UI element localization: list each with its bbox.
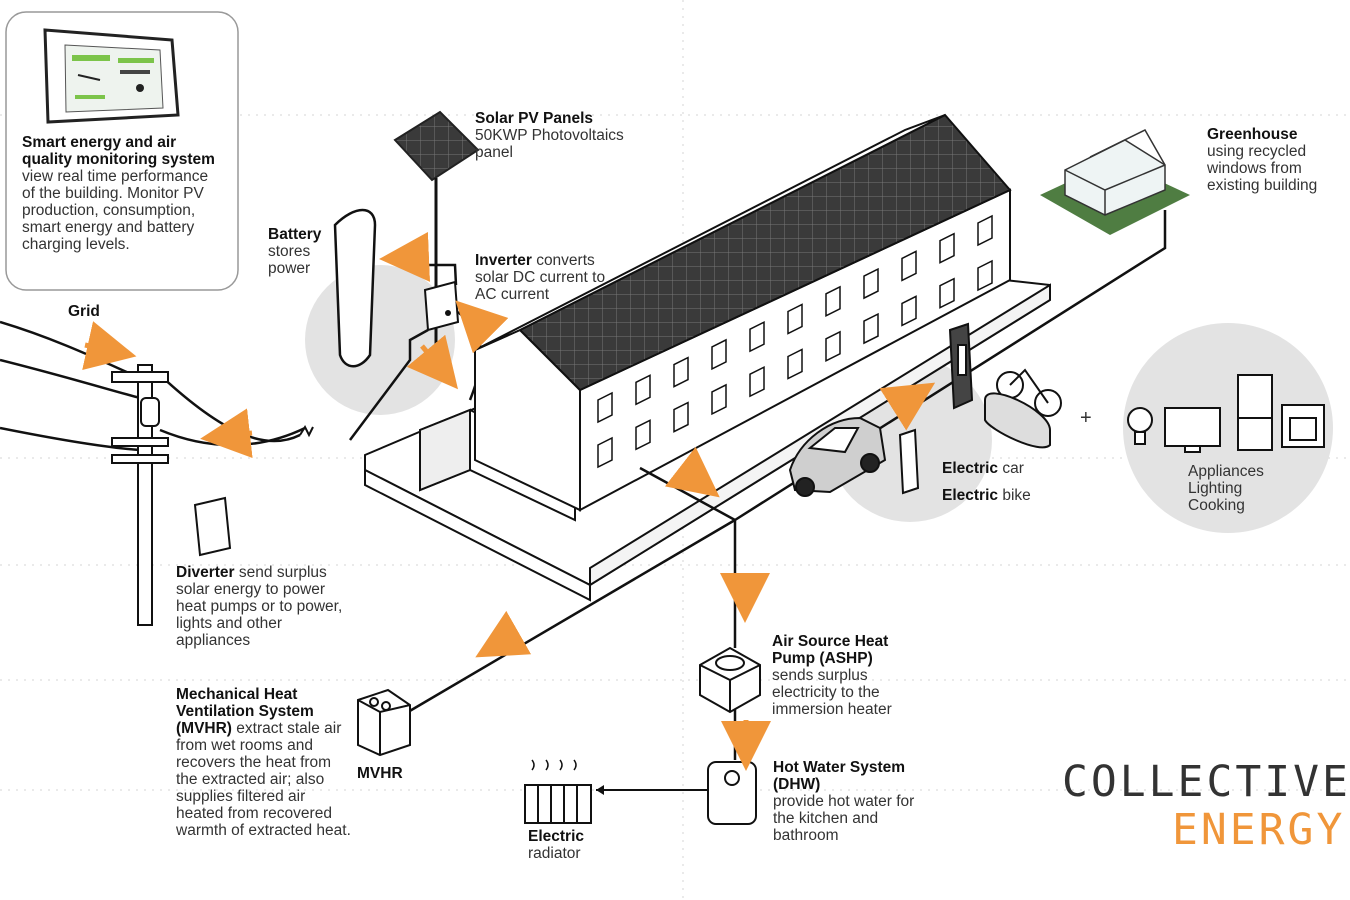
mvhr-title: Mechanical Heat Ventilation System (MVHR… (176, 686, 314, 737)
window (711, 383, 727, 416)
radiator-desc: radiator (528, 845, 581, 862)
mvhr-label: Mechanical Heat Ventilation System (MVHR… (176, 686, 356, 839)
appliances-circle (1123, 323, 1333, 533)
appliances-label: Appliances Lighting Cooking (1188, 463, 1283, 514)
ashp-desc: sends surplus electricity to the immersi… (772, 667, 892, 718)
mvhr-unit-title: MVHR (357, 765, 403, 782)
ashp-icon (699, 646, 761, 714)
window (901, 250, 917, 282)
diverter-label: Diverter send surplus solar energy to po… (176, 564, 356, 649)
greenhouse-icon (1040, 129, 1190, 235)
tablet-icon (43, 28, 180, 124)
window (787, 348, 803, 380)
logo-line-1: COLLECTIVE (1062, 757, 1350, 807)
dhw-icon (707, 761, 757, 825)
radiator-title: Electric (528, 828, 585, 845)
smart-title: Smart energy and air quality monitoring … (22, 134, 215, 168)
mvhr-icon (357, 688, 411, 757)
window (635, 419, 651, 451)
ashp-title: Air Source Heat Pump (ASHP) (772, 633, 889, 667)
electric-car-desc: car (1002, 460, 1024, 477)
collective-energy-logo: COLLECTIVE ENERGY (1062, 758, 1350, 854)
diverter-icon (193, 496, 232, 557)
building-windows (597, 214, 993, 469)
window (825, 330, 841, 363)
inverter-label: Inverter converts solar DC current to AC… (475, 252, 625, 303)
greenhouse-label: Greenhouse using recycled windows from e… (1207, 126, 1342, 194)
electric-bike-icon (984, 368, 1062, 449)
mvhr-unit-label: MVHR (357, 765, 403, 782)
ev-charger-icon (898, 322, 974, 495)
appliance-icons (1127, 374, 1325, 453)
solar-label: Solar PV Panels 50KWP Photovoltaics pane… (475, 110, 625, 161)
logo-line-2: ENERGY (1172, 805, 1346, 855)
electric-car-icon (788, 416, 887, 497)
electric-bike-desc: bike (1002, 487, 1031, 504)
smart-monitoring-label: Smart energy and air quality monitoring … (22, 134, 222, 253)
grid-label: Grid (68, 303, 100, 320)
diverter-desc: send surplus solar energy to power heat … (176, 564, 343, 649)
radiator-icon (524, 759, 592, 824)
radiator-label: Electric radiator (528, 828, 598, 862)
plus-sign: + (1080, 407, 1092, 429)
mvhr-desc: extract stale air from wet rooms and rec… (176, 720, 351, 839)
greenhouse-title: Greenhouse (1207, 126, 1298, 143)
utility-pole (111, 364, 169, 626)
battery-icon (333, 208, 377, 368)
window (635, 374, 651, 406)
battery-desc: stores power (268, 243, 311, 277)
window (749, 365, 765, 398)
solar-desc: 50KWP Photovoltaics panel (475, 127, 624, 161)
dhw-label: Hot Water System (DHW) provide hot water… (773, 759, 923, 844)
grid-title: Grid (68, 303, 100, 320)
window (939, 277, 955, 309)
window (939, 232, 955, 264)
solar-title: Solar PV Panels (475, 110, 594, 127)
battery-title: Battery (268, 226, 322, 243)
inverter-desc: converts solar DC current to AC current (475, 252, 606, 303)
window (977, 214, 993, 247)
electric-car-title: Electric (942, 460, 999, 477)
electric-bike-label: Electric bike (942, 487, 1031, 504)
window (597, 436, 613, 469)
smart-desc: view real time performance of the buildi… (22, 168, 209, 253)
dhw-title: Hot Water System (DHW) (773, 759, 906, 793)
window (863, 267, 879, 300)
electric-car-label: Electric car (942, 460, 1024, 477)
window (673, 401, 689, 433)
window (597, 391, 613, 424)
window (673, 356, 689, 388)
ashp-label: Air Source Heat Pump (ASHP) sends surplu… (772, 633, 922, 718)
inverter-title: Inverter (475, 252, 532, 269)
battery-label: Battery stores power (268, 226, 338, 277)
window (825, 285, 841, 318)
window (977, 259, 993, 292)
greenhouse-desc: using recycled windows from existing bui… (1207, 143, 1318, 194)
flow-arrows (82, 231, 936, 771)
diverter-title: Diverter (176, 564, 235, 581)
electric-bike-title: Electric (942, 487, 999, 504)
dhw-desc: provide hot water for the kitchen and ba… (773, 793, 915, 844)
window (863, 312, 879, 345)
window (711, 338, 727, 371)
window (749, 320, 765, 353)
inverter-icon (423, 280, 460, 332)
window (901, 295, 917, 327)
window (787, 303, 803, 335)
appliances-desc: Appliances Lighting Cooking (1188, 463, 1264, 514)
grid-wires (0, 320, 314, 452)
building (364, 113, 1051, 602)
house-mvhr-cable (407, 518, 736, 714)
